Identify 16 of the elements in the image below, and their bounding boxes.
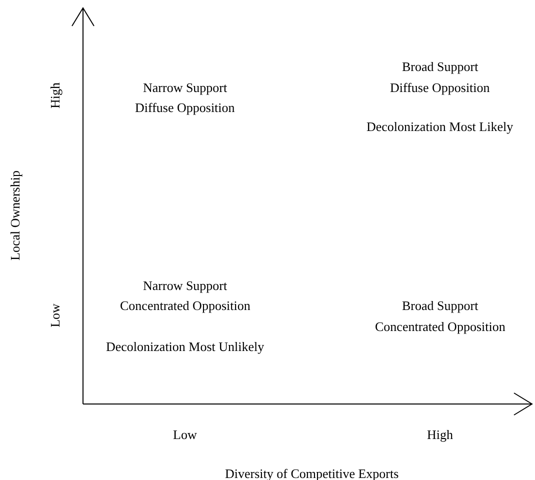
axis-tick-label: High (48, 82, 62, 108)
quadrant-label: Narrow Support (143, 80, 228, 94)
quadrant-label: Broad Support (402, 298, 478, 312)
axis-tick-label: High (427, 426, 453, 442)
quadrant-label: Narrow Support (143, 278, 228, 292)
quadrant-label: Diffuse Opposition (390, 80, 490, 94)
quadrant-label: Concentrated Opposition (120, 298, 250, 312)
axis-title: Local Ownership (7, 170, 22, 260)
axis-tick-label: Low (173, 426, 197, 442)
quadrant-label: Diffuse Opposition (135, 100, 235, 114)
quadrant-label: Decolonization Most Likely (366, 118, 514, 134)
axis-tick-label: Low (47, 303, 62, 327)
quadrant-label: Concentrated Opposition (375, 318, 506, 334)
quadrant-label: Broad Support (402, 58, 478, 74)
quadrant-label: Decolonization Most Unlikely (106, 338, 264, 354)
axis-title: Diversity of Competitive Exports (225, 466, 399, 480)
